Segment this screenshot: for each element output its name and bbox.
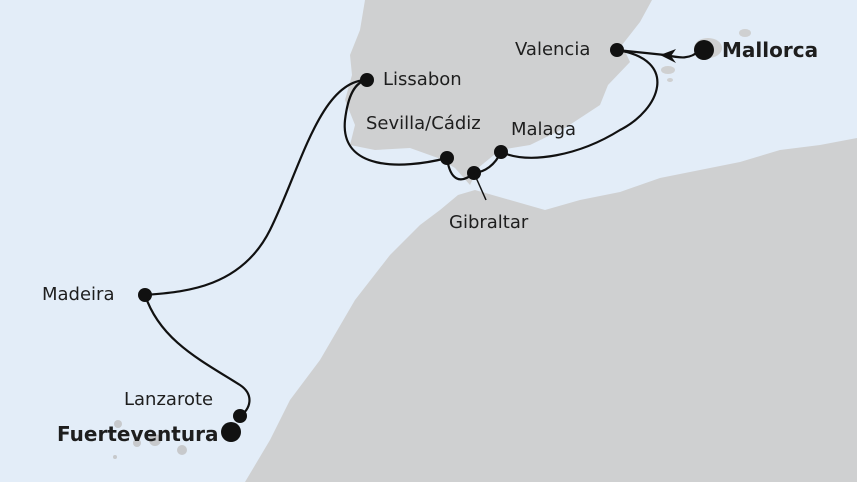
marker-fuerteventura — [221, 422, 241, 442]
marker-mallorca — [694, 40, 714, 60]
marker-malaga — [494, 145, 508, 159]
port-label-sevilla-cadiz: Sevilla/Cádiz — [366, 113, 481, 134]
land-africa — [245, 138, 857, 482]
port-label-mallorca: Mallorca — [722, 38, 819, 62]
port-markers — [138, 40, 714, 442]
canary-islands — [113, 420, 187, 459]
port-label-fuerteventura: Fuerteventura — [57, 422, 219, 446]
port-label-lanzarote: Lanzarote — [124, 389, 214, 410]
port-label-gibraltar: Gibraltar — [449, 212, 529, 233]
marker-lissabon — [360, 73, 374, 87]
port-label-lissabon: Lissabon — [383, 69, 462, 90]
port-label-malaga: Malaga — [511, 119, 577, 140]
gibraltar-leader-line — [473, 172, 487, 201]
land-iberia — [345, 0, 652, 185]
port-label-madeira: Madeira — [42, 284, 115, 305]
marker-valencia — [610, 43, 624, 57]
marker-lanzarote — [233, 409, 247, 423]
marker-sevilla — [440, 151, 454, 165]
route-arrow-icon — [660, 49, 676, 63]
port-label-valencia: Valencia — [515, 39, 591, 60]
marker-madeira — [138, 288, 152, 302]
